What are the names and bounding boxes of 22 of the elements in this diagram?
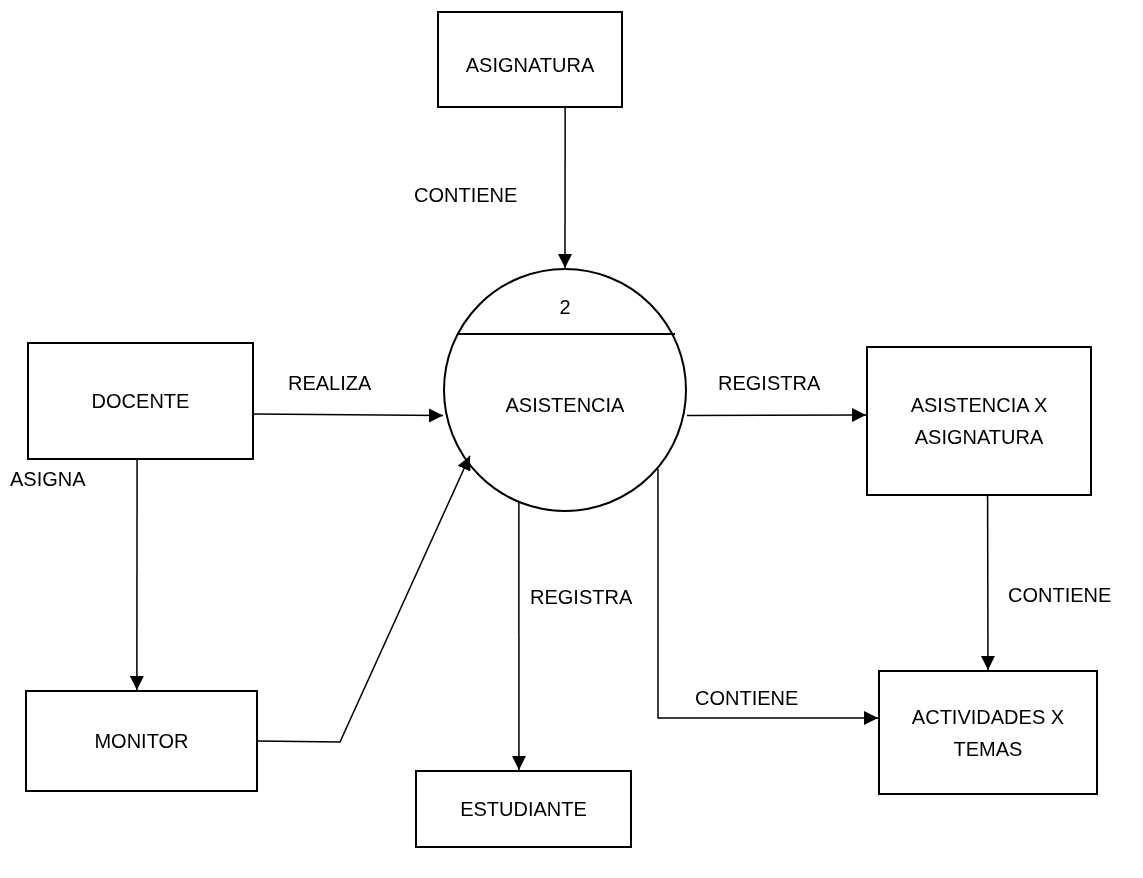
entity-box (25, 690, 258, 792)
arrow (686, 408, 867, 423)
entity-label: ACTIVIDADES X TEMAS (910, 704, 1066, 762)
arrow (657, 468, 879, 725)
arrow (129, 459, 144, 691)
entity-box (866, 346, 1092, 496)
process-number: 2 (558, 295, 572, 320)
arrow (980, 495, 995, 671)
entity-label: ESTUDIANTE (460, 797, 587, 822)
entity-label: ASIGNATURA (465, 53, 595, 78)
entity-label: MONITOR (94, 729, 189, 754)
entity-label: DOCENTE (91, 389, 190, 414)
arrow (253, 408, 444, 423)
entity-box (27, 342, 254, 460)
entity-box (415, 770, 632, 848)
arrow (257, 455, 471, 743)
process-label: ASISTENCIA (504, 393, 626, 418)
arrow (511, 502, 526, 771)
entity-label: ASISTENCIA X ASIGNATURA (909, 393, 1049, 450)
entity-box (437, 11, 623, 108)
entity-box (878, 670, 1098, 795)
arrow (558, 107, 572, 269)
